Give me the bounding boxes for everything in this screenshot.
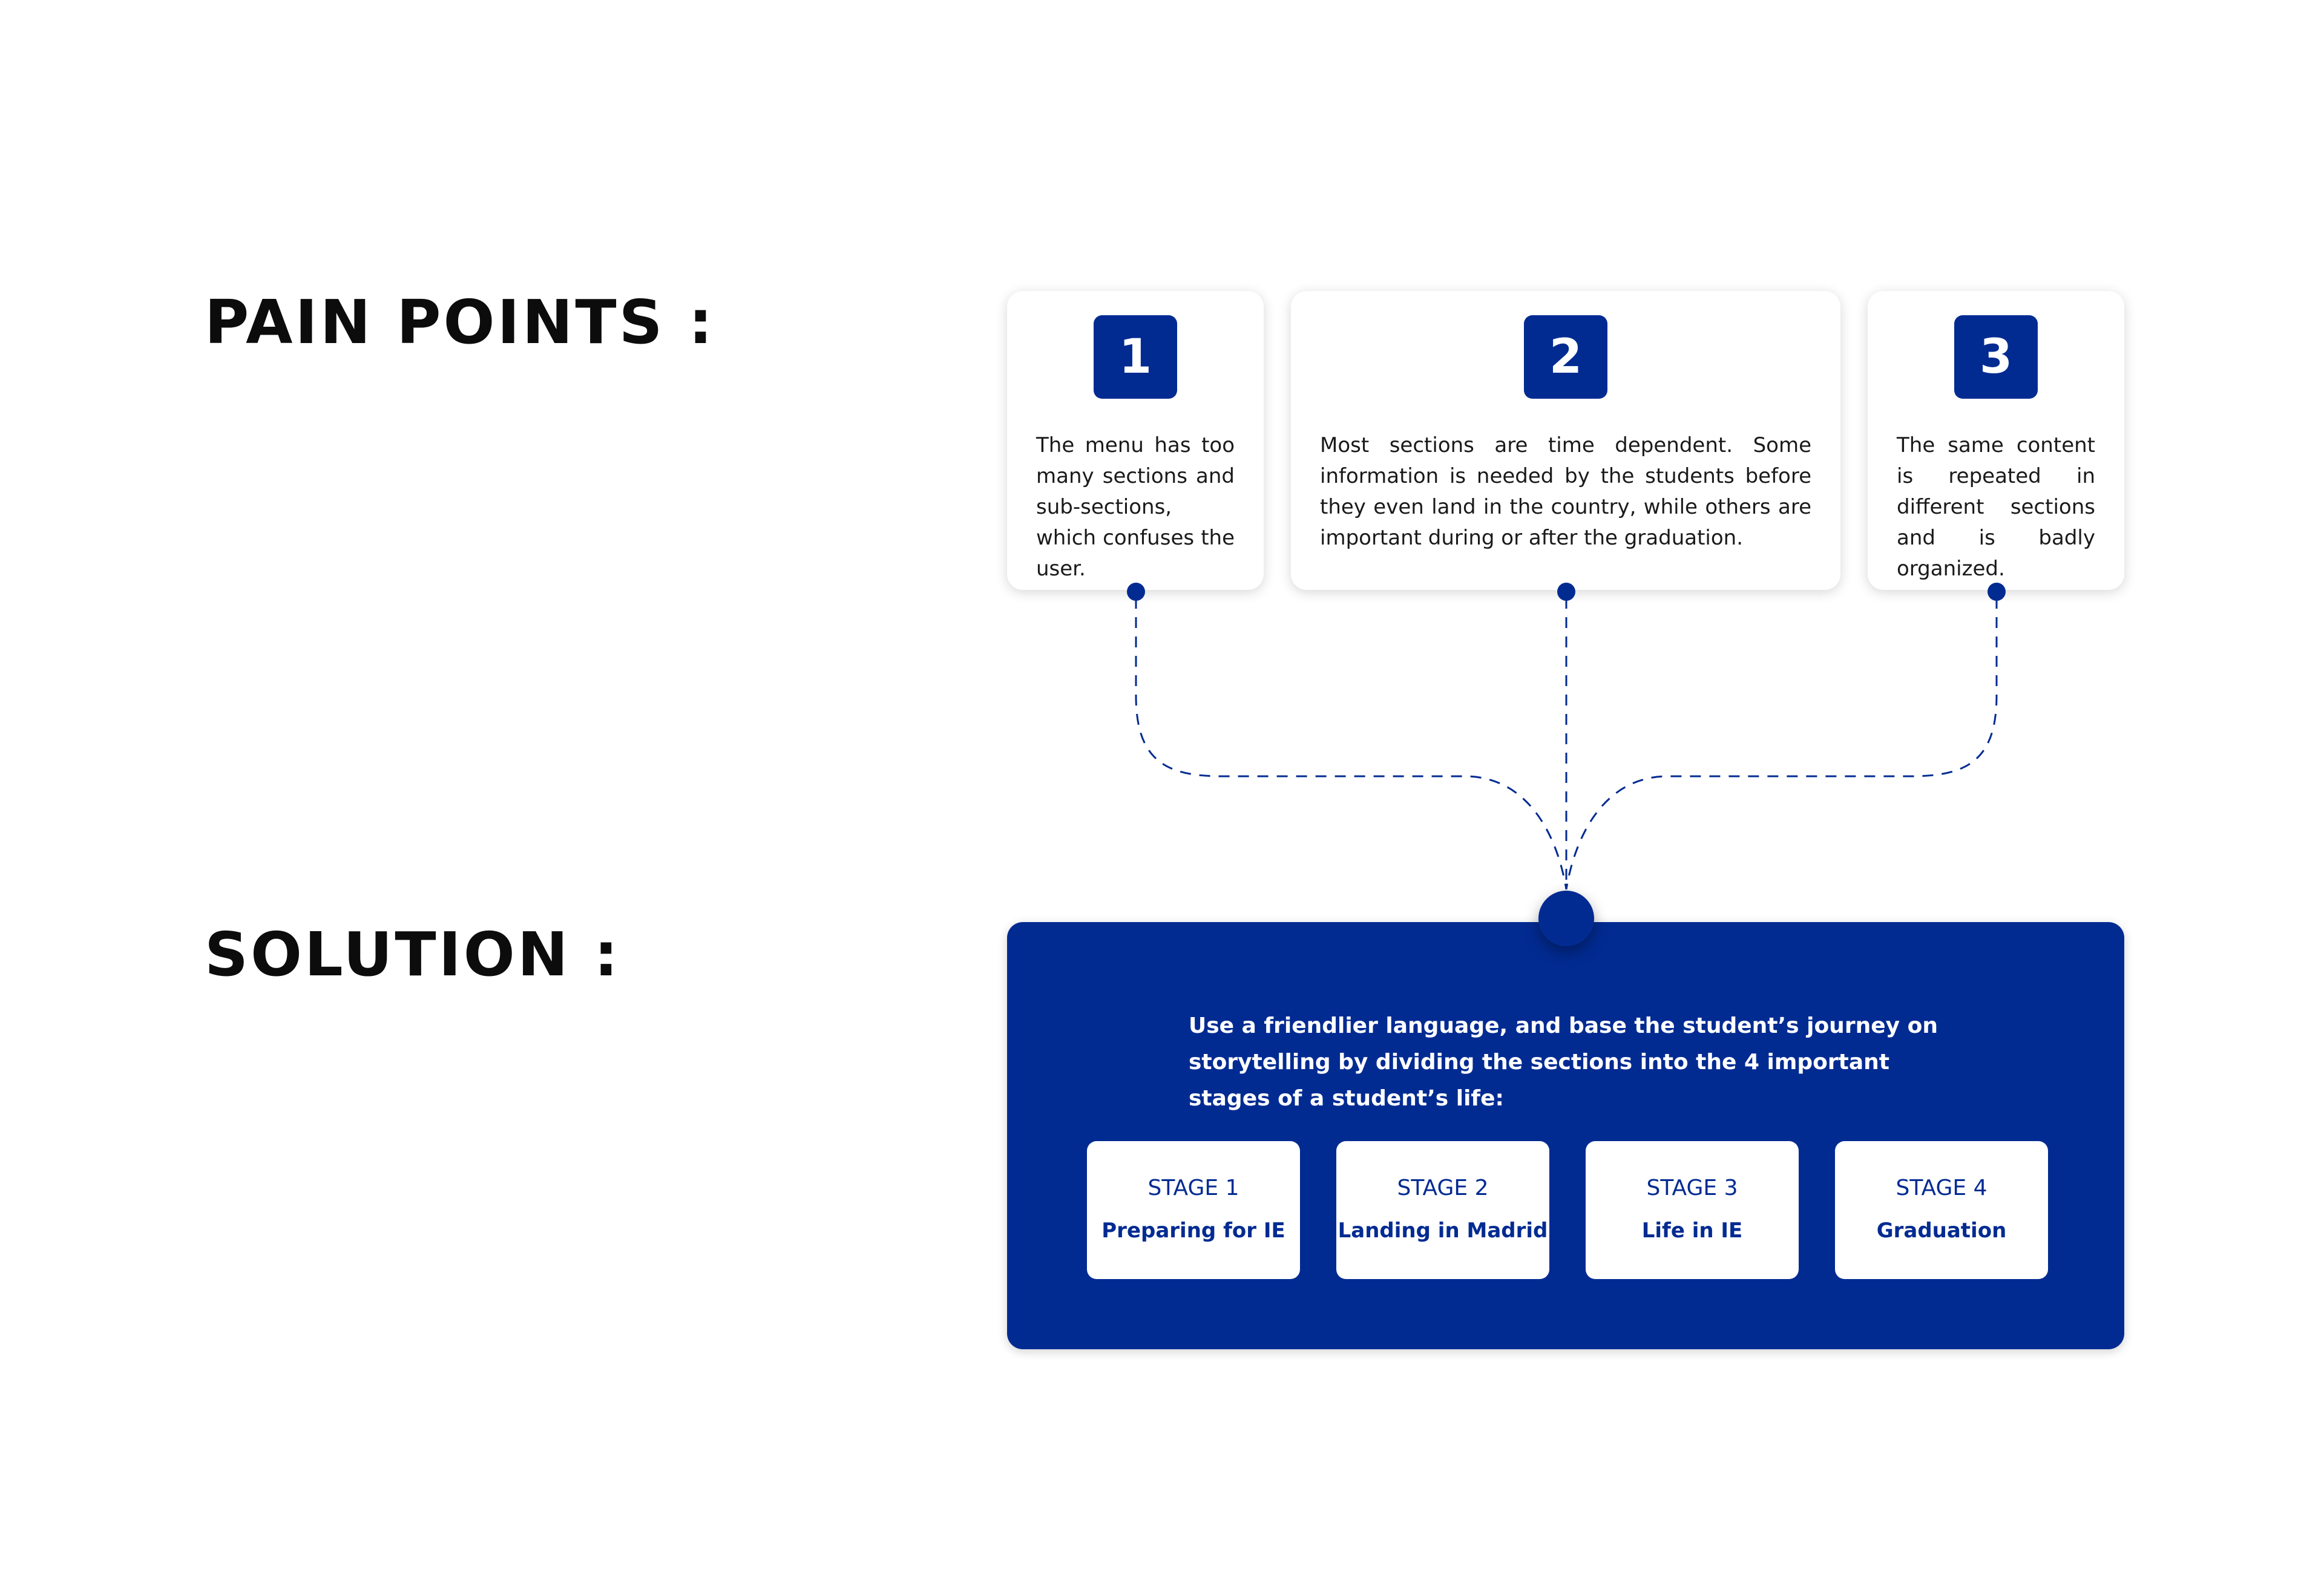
solution-heading: SOLUTION :	[205, 919, 621, 990]
pain-point-text: The same content is repeated in differen…	[1897, 433, 2095, 581]
stage-name: Preparing for IE	[1101, 1219, 1285, 1243]
pain-point-number-badge: 2	[1524, 315, 1607, 399]
stage-card-3: STAGE 3 Life in IE	[1586, 1141, 1799, 1279]
pain-point-card-1: 1 The menu has too many sections and sub…	[1007, 291, 1264, 590]
connector-line-1	[1135, 598, 1567, 890]
pain-point-text: The menu has too many sections and sub-s…	[1036, 433, 1235, 581]
stage-name: Graduation	[1876, 1219, 2007, 1243]
stage-card-2: STAGE 2 Landing in Madrid	[1336, 1141, 1549, 1279]
stage-label: STAGE 3	[1646, 1176, 1738, 1200]
stage-label: STAGE 4	[1896, 1176, 1988, 1200]
connector-hub-dot	[1538, 891, 1594, 946]
pain-point-number-badge: 1	[1094, 315, 1177, 399]
pain-point-text: Most sections are time dependent. Some i…	[1320, 433, 1811, 550]
stage-card-1: STAGE 1 Preparing for IE	[1087, 1141, 1300, 1279]
stage-name: Landing in Madrid	[1338, 1219, 1548, 1243]
pain-point-number-badge: 3	[1954, 315, 2038, 399]
pain-point-card-2: 2 Most sections are time dependent. Some…	[1291, 291, 1840, 590]
solution-panel: Use a friendlier language, and base the …	[1007, 922, 2124, 1349]
pain-points-heading: PAIN POINTS :	[205, 287, 715, 358]
connector-line-3	[1565, 598, 1998, 890]
stage-label: STAGE 2	[1397, 1176, 1489, 1200]
pain-point-card-3: 3 The same content is repeated in differ…	[1868, 291, 2124, 590]
stage-card-4: STAGE 4 Graduation	[1835, 1141, 2048, 1279]
stage-label: STAGE 1	[1147, 1176, 1239, 1200]
solution-description: Use a friendlier language, and base the …	[1189, 1013, 1938, 1111]
stage-name: Life in IE	[1641, 1219, 1743, 1243]
